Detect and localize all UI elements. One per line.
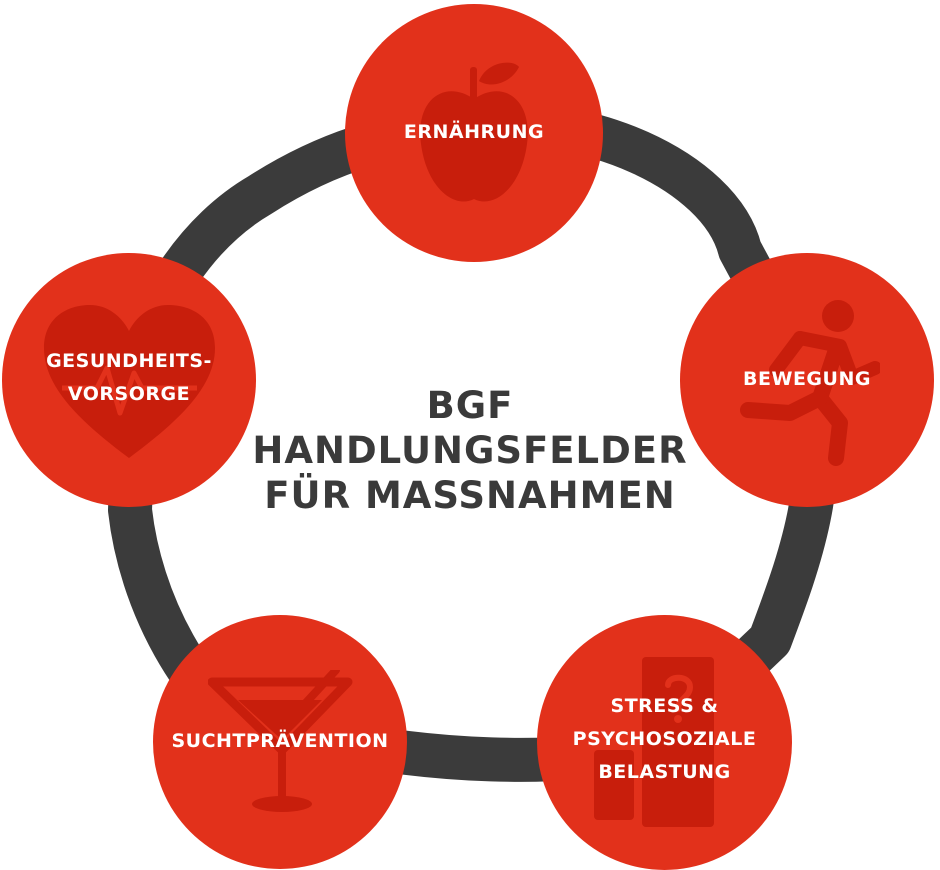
heart-pulse-icon	[44, 305, 215, 458]
node-ernaehrung: ERNÄHRUNG	[345, 4, 603, 262]
title-line-3: FÜR MASSNAHMEN	[264, 474, 676, 517]
node-gesundheit-line-2: VORSORGE	[67, 383, 191, 405]
title-line-2: HANDLUNGSFELDER	[252, 429, 688, 472]
node-stress: STRESS & PSYCHOSOZIALE BELASTUNG	[537, 615, 792, 870]
node-gesundheit-line-1: GESUNDHEITS-	[46, 350, 212, 372]
node-stress-line-2: PSYCHOSOZIALE	[572, 728, 757, 750]
title-line-1: BGF	[426, 384, 514, 427]
node-sucht-label: SUCHTPRÄVENTION	[153, 725, 407, 758]
diagram-title: BGF HANDLUNGSFELDER FÜR MASSNAHMEN	[250, 383, 690, 518]
node-stress-label: STRESS & PSYCHOSOZIALE BELASTUNG	[537, 690, 792, 789]
node-bewegung-line-1: BEWEGUNG	[743, 368, 871, 390]
running-person-icon	[740, 300, 880, 466]
node-bewegung: BEWEGUNG	[680, 253, 934, 507]
node-sucht: SUCHTPRÄVENTION	[153, 615, 407, 869]
node-stress-line-3: BELASTUNG	[598, 761, 731, 783]
node-gesundheit-label: GESUNDHEITS- VORSORGE	[2, 345, 256, 411]
node-sucht-line-1: SUCHTPRÄVENTION	[171, 730, 389, 752]
node-gesundheit: GESUNDHEITS- VORSORGE	[2, 253, 256, 507]
cocktail-glass-icon	[208, 670, 353, 812]
node-stress-line-1: STRESS &	[610, 695, 719, 717]
node-ernaehrung-label: ERNÄHRUNG	[345, 116, 603, 149]
node-ernaehrung-line-1: ERNÄHRUNG	[403, 121, 545, 143]
question-tag-icon	[594, 657, 714, 827]
node-bewegung-label: BEWEGUNG	[680, 363, 934, 396]
apple-icon	[420, 62, 528, 202]
